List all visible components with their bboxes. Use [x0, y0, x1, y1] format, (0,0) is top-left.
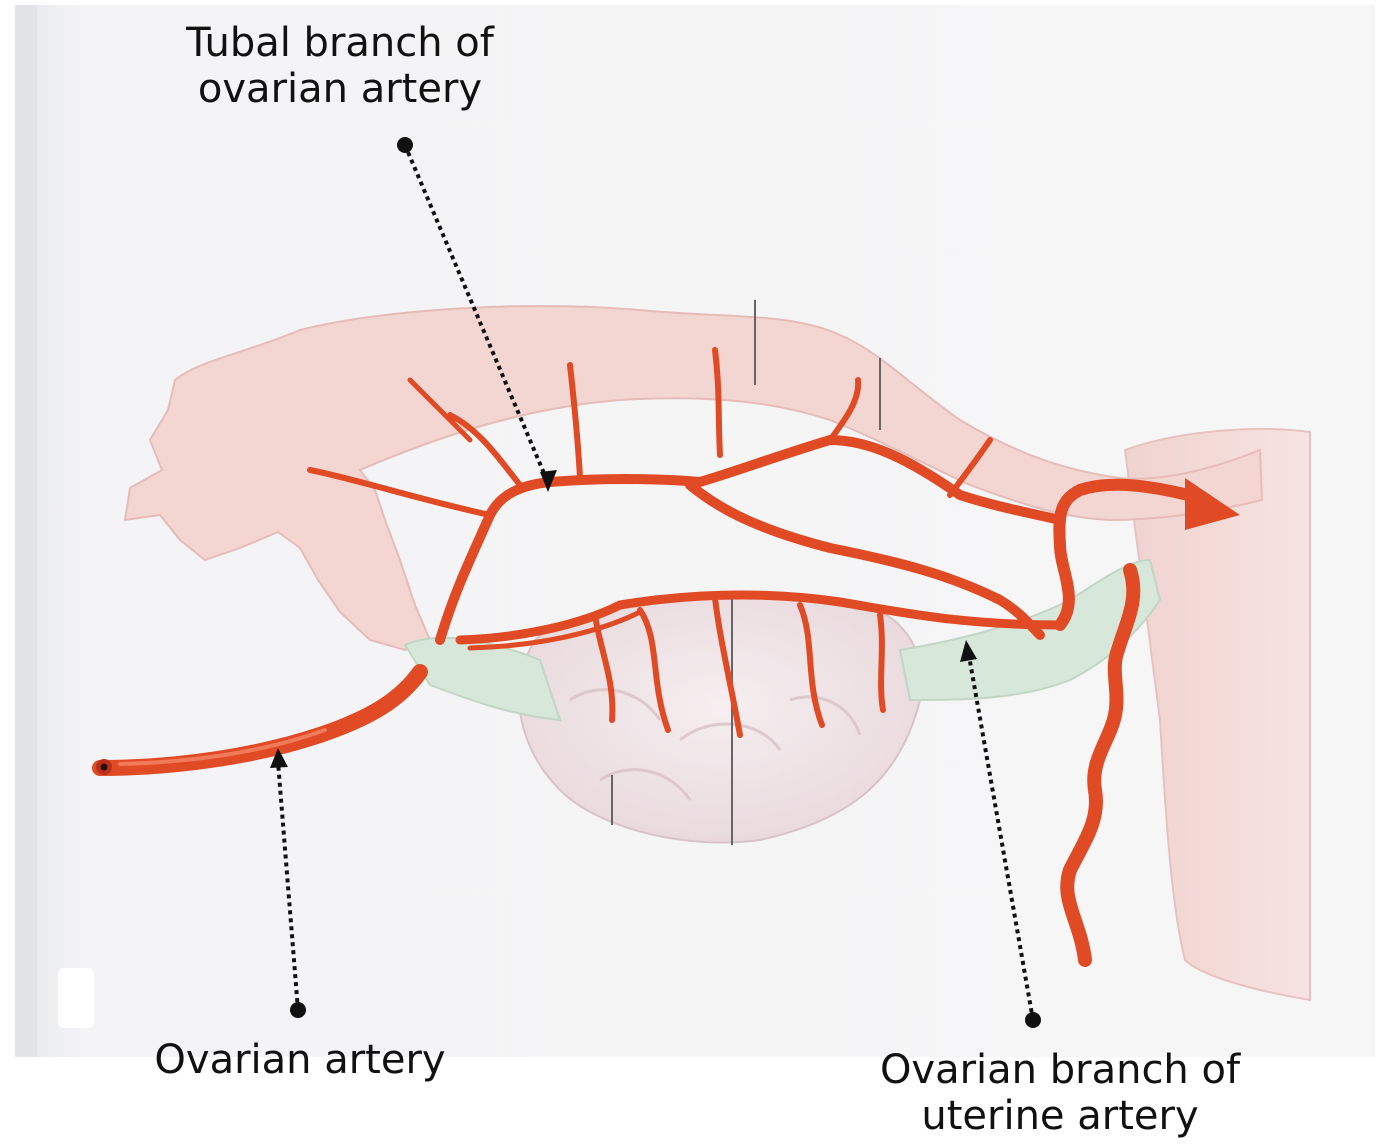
label-line: Ovarian artery: [110, 1037, 490, 1083]
ovarian-artery-lumen: [101, 764, 108, 771]
label-tubal-branch-of-ovarian-artery: Tubal branch of ovarian artery: [150, 20, 530, 112]
label-ovarian-artery: Ovarian artery: [110, 1037, 490, 1083]
pointer-dot-tubal: [397, 137, 413, 153]
corner-artifact: [58, 968, 94, 1028]
ovarian-twig: [880, 615, 883, 710]
label-line: Tubal branch of: [150, 20, 530, 66]
label-line: ovarian artery: [150, 66, 530, 112]
label-ovarian-branch-of-uterine-artery: Ovarian branch of uterine artery: [860, 1047, 1260, 1139]
pointer-dot-ovarian-branch: [1025, 1012, 1041, 1028]
label-line: uterine artery: [860, 1093, 1260, 1139]
pointer-dot-ovarian: [290, 1002, 306, 1018]
label-line: Ovarian branch of: [860, 1047, 1260, 1093]
left-shadow-strip: [15, 5, 37, 1057]
